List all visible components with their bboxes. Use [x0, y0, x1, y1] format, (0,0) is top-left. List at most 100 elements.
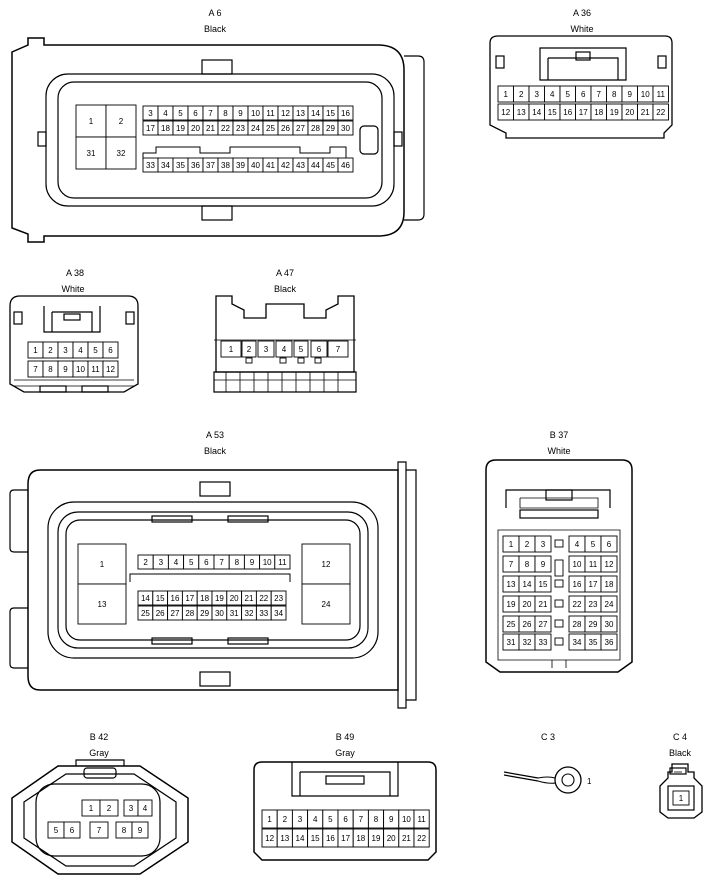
pin-number: 17 — [146, 124, 155, 133]
pin-number: 5 — [591, 540, 596, 549]
pin-number: 13 — [296, 109, 305, 118]
pin-number: 23 — [589, 600, 598, 609]
pin-number: 22 — [221, 124, 230, 133]
pin-number: 35 — [589, 638, 598, 647]
pin-number: 45 — [326, 161, 335, 170]
pin-number: 9 — [250, 558, 255, 567]
pin-number: 1 — [89, 804, 94, 813]
pin-cell — [600, 555, 618, 573]
pin-cell — [270, 605, 287, 621]
pin-number: 18 — [605, 580, 614, 589]
pin-cell — [245, 357, 253, 364]
pin-cell — [534, 595, 552, 613]
pin-cell — [270, 590, 287, 606]
pin-number: 18 — [356, 834, 365, 843]
pin-cell — [652, 103, 669, 121]
pin-number: 7 — [336, 345, 341, 354]
pin-number: 22 — [259, 594, 268, 603]
pin-number: 28 — [573, 620, 582, 629]
pin-cell — [672, 790, 690, 806]
pin-number: 11 — [417, 815, 426, 824]
pin-number: 29 — [326, 124, 335, 133]
pin-number: 11 — [91, 365, 100, 374]
pin-number: 28 — [311, 124, 320, 133]
pin-number: 2 — [143, 558, 148, 567]
connector-c4-pins: 1 — [672, 790, 690, 806]
pin-number: 5 — [299, 345, 304, 354]
pin-cell — [63, 821, 81, 839]
connector-b37 — [485, 459, 633, 673]
pin-number: 21 — [206, 124, 215, 133]
pin-cell — [310, 340, 328, 358]
pin-number: 40 — [251, 161, 260, 170]
pin-number: 1 — [267, 815, 272, 824]
pin-number: 8 — [612, 90, 617, 99]
pin-number: 30 — [605, 620, 614, 629]
pin-number: 7 — [97, 826, 102, 835]
pin-number: 7 — [359, 815, 364, 824]
pin-number: 20 — [625, 108, 634, 117]
pin-cell — [337, 105, 354, 121]
pin-number: 26 — [156, 609, 165, 618]
pin-number: 31 — [230, 609, 239, 618]
pin-number: 2 — [48, 346, 53, 355]
pin-number: 10 — [641, 90, 650, 99]
pin-cell — [600, 575, 618, 593]
pin-number: 34 — [274, 609, 283, 618]
pin-number: 41 — [266, 161, 275, 170]
pin-cell — [600, 595, 618, 613]
pin-number: 1 — [100, 560, 105, 569]
pin-number: 10 — [76, 365, 85, 374]
pin-number: 8 — [223, 109, 228, 118]
pin-number: 25 — [507, 620, 516, 629]
pin-number: 14 — [296, 834, 305, 843]
pin-number: 5 — [189, 558, 194, 567]
pin-cell — [534, 575, 552, 593]
pin-number: 6 — [343, 815, 348, 824]
pin-number: 15 — [539, 580, 548, 589]
pin-number: 19 — [176, 124, 185, 133]
pin-number: 12 — [281, 109, 290, 118]
connector-a47 — [213, 295, 357, 393]
pin-number: 19 — [610, 108, 619, 117]
pin-number: 15 — [548, 108, 557, 117]
pin-number: 42 — [281, 161, 290, 170]
pin-number: 3 — [148, 109, 153, 118]
connector-a38 — [9, 295, 139, 393]
connector-a38-color: White — [61, 284, 85, 294]
pin-number: 25 — [266, 124, 275, 133]
pin-number: 11 — [266, 109, 275, 118]
pin-number: 13 — [98, 600, 107, 609]
pin-number: 7 — [597, 90, 602, 99]
pin-number: 6 — [607, 540, 612, 549]
pin-cell — [534, 555, 552, 573]
pin-number: 27 — [171, 609, 180, 618]
pin-number: 6 — [581, 90, 586, 99]
pin-number: 3 — [159, 558, 164, 567]
pin-number: 6 — [317, 345, 322, 354]
pin-number: 9 — [63, 365, 68, 374]
pin-number: 18 — [594, 108, 603, 117]
connector-b42 — [11, 759, 189, 875]
pin-cell — [77, 543, 127, 585]
pin-number: 4 — [143, 804, 148, 813]
pin-number: 4 — [282, 345, 287, 354]
pin-number: 43 — [296, 161, 305, 170]
connector-b49 — [253, 761, 437, 861]
pin-number: 3 — [129, 804, 134, 813]
pin-number: 12 — [322, 560, 331, 569]
connector-b42-color: Gray — [89, 748, 109, 758]
pin-number: 22 — [573, 600, 582, 609]
pin-number: 9 — [389, 815, 394, 824]
pin-number: 20 — [523, 600, 532, 609]
pin-number: 5 — [54, 826, 59, 835]
pin-number: 6 — [204, 558, 209, 567]
pin-number: 24 — [251, 124, 260, 133]
pin-number: 15 — [311, 834, 320, 843]
pin-number: 12 — [501, 108, 510, 117]
pin-number: 6 — [193, 109, 198, 118]
pin-number: 9 — [238, 109, 243, 118]
